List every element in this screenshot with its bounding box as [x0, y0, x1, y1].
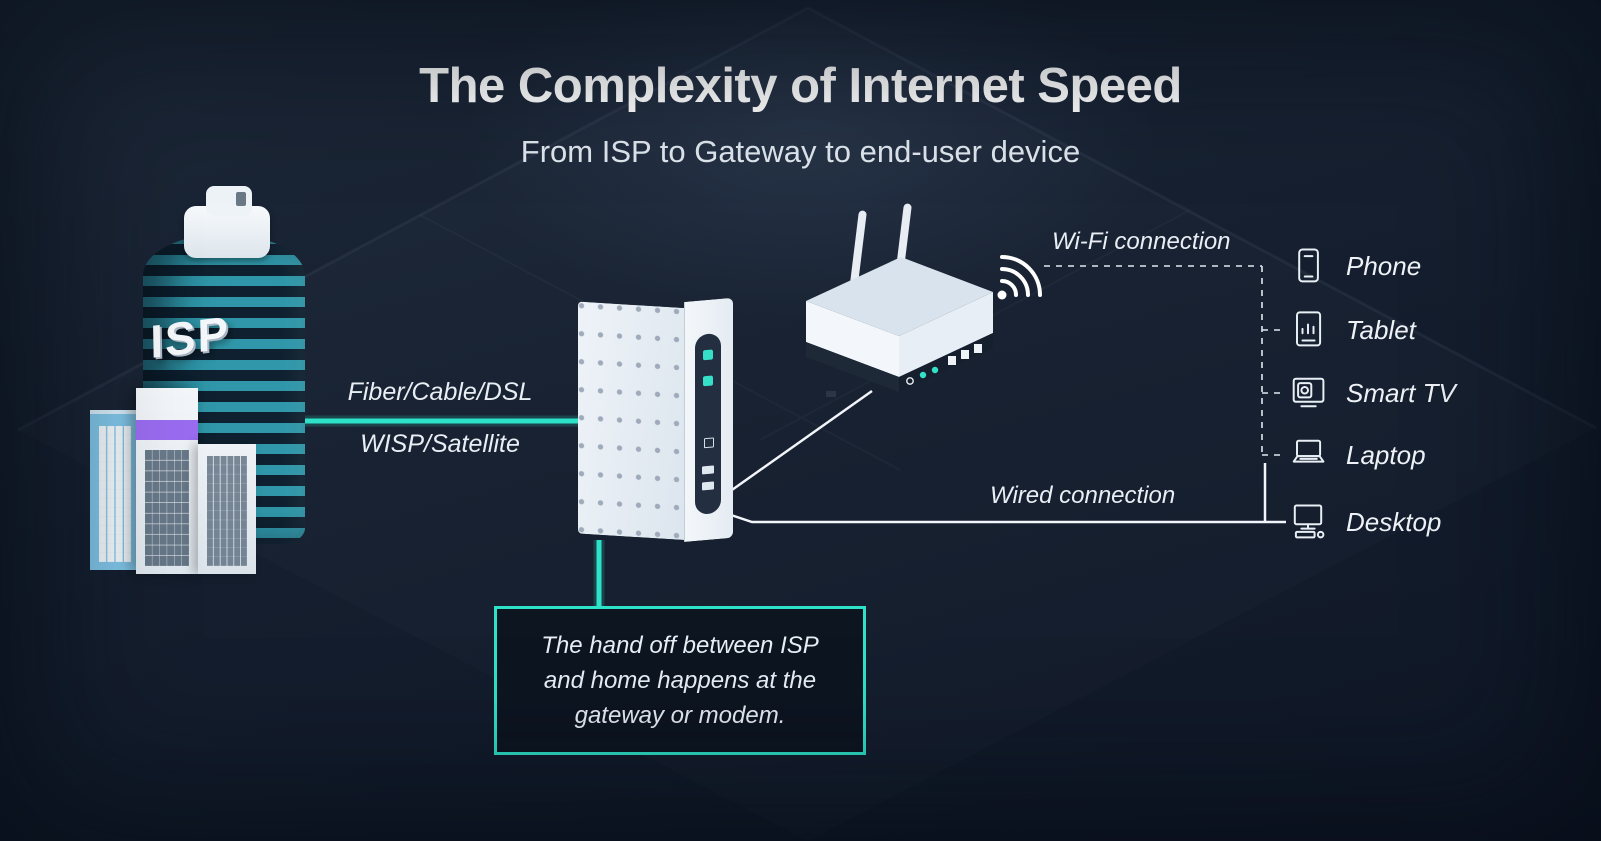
building-windows — [145, 450, 189, 566]
device-label-tablet: Tablet — [1346, 314, 1416, 345]
device-label-desktop: Desktop — [1346, 506, 1442, 537]
building-purple-band — [136, 420, 198, 440]
small-building-grey — [198, 444, 256, 574]
device-row-desktop: Desktop — [1286, 500, 1586, 544]
tablet-icon — [1286, 308, 1330, 352]
small-building-blue — [90, 410, 140, 570]
wifi-connection-label: Wi-Fi connection — [1052, 228, 1231, 255]
isp-gateway-label-fiber: Fiber/Cable/DSL — [347, 378, 533, 406]
device-row-laptop: Laptop — [1286, 433, 1586, 477]
device-row-tablet: Tablet — [1286, 308, 1586, 352]
callout-text-line-3: gateway or modem. — [574, 702, 786, 729]
phone-icon — [1286, 244, 1330, 288]
device-label-laptop: Laptop — [1346, 439, 1426, 470]
device-row-phone: Phone — [1286, 244, 1586, 288]
device-label-smart-tv: Smart TV — [1346, 377, 1456, 408]
building-windows — [207, 456, 247, 566]
page-subtitle: From ISP to Gateway to end-user device — [520, 134, 1081, 169]
isp-building: ISP — [88, 186, 328, 602]
device-row-smart-tv: Smart TV — [1286, 371, 1586, 415]
device-label-phone: Phone — [1346, 250, 1422, 281]
isp-tower-cap-window — [236, 192, 246, 206]
callout-text-line-2: and home happens at the — [543, 667, 817, 694]
smart-tv-icon — [1286, 371, 1330, 415]
callout-box: The hand off between ISP and home happen… — [494, 606, 866, 755]
small-building-white — [136, 388, 198, 574]
isp-gateway-label-wisp: WISP/Satellite — [360, 430, 520, 458]
wired-connection-label: Wired connection — [990, 482, 1176, 509]
callout-text-line-1: The hand off between ISP — [541, 632, 819, 659]
page-title: The Complexity of Internet Speed — [419, 59, 1182, 113]
desktop-icon — [1286, 500, 1330, 544]
building-windows — [99, 426, 131, 562]
laptop-icon — [1286, 433, 1330, 477]
